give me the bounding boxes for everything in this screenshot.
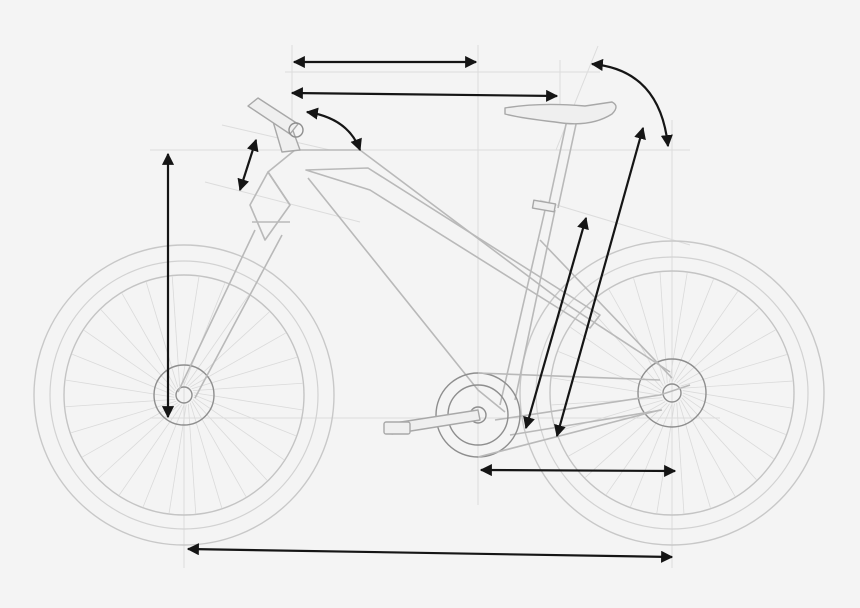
fork-blade: [177, 229, 283, 399]
spoke: [193, 394, 296, 437]
front-tire: [33, 244, 335, 546]
spoke: [659, 272, 668, 384]
spoke: [71, 400, 177, 434]
seat-tube-length-arrow: [523, 216, 589, 430]
spoke: [142, 404, 185, 507]
spoke: [188, 311, 270, 387]
guide-seat-axis: [555, 45, 599, 151]
head-tube-length-arrow: [237, 138, 259, 192]
battery-outline: [305, 167, 601, 329]
spoke: [678, 401, 711, 508]
seat-post: [547, 114, 579, 209]
handlebar: [247, 97, 299, 135]
head-tube-angle-arrow: [305, 107, 362, 152]
spoke: [181, 276, 200, 386]
head-tube: [249, 171, 291, 241]
effective-seat-height-arrow: [554, 126, 646, 438]
spoke: [145, 282, 179, 388]
dimension-arrows: [161, 55, 677, 563]
spoke: [191, 356, 297, 390]
spoke: [669, 272, 688, 383]
spoke: [681, 380, 793, 389]
pedal: [383, 421, 411, 435]
spoke: [605, 403, 670, 495]
rear-hub: [662, 383, 682, 403]
spoke: [678, 329, 776, 385]
spoke: [193, 396, 285, 460]
spoke: [189, 402, 223, 508]
spoke: [656, 403, 675, 514]
spoke: [65, 379, 175, 398]
down-tube: [267, 149, 671, 373]
down-tube-outline: [307, 177, 506, 413]
spoke: [83, 330, 175, 394]
spoke: [681, 397, 757, 480]
front-spokes: [65, 276, 303, 514]
spoke: [671, 279, 714, 383]
top-tube-length-arrow: [290, 87, 559, 102]
spoke: [192, 399, 268, 481]
spoke: [168, 404, 187, 514]
spoke: [680, 399, 736, 497]
spoke: [183, 283, 226, 386]
handlebar-clamp: [288, 122, 304, 138]
spoke: [676, 402, 685, 514]
guide-seat-angle-ref: [539, 199, 691, 246]
chainstay-length-arrow: [479, 464, 677, 477]
saddle: [504, 101, 617, 125]
front-fork: [177, 221, 290, 399]
front-rim: [63, 274, 305, 516]
guide-head-angle: [204, 181, 361, 223]
spoke: [193, 392, 303, 411]
front-tire-inner: [49, 260, 319, 530]
spoke: [682, 390, 793, 409]
front-wheel: [33, 244, 335, 546]
spoke: [191, 401, 247, 497]
front-hub: [175, 386, 193, 404]
cockpit: [247, 97, 304, 153]
spoke: [682, 395, 774, 460]
seat-clamp: [531, 199, 557, 213]
spoke: [185, 294, 249, 386]
spoke: [192, 382, 303, 392]
spoke: [674, 291, 739, 383]
spoke: [72, 353, 175, 396]
spoke: [119, 404, 183, 496]
spoke: [65, 398, 176, 408]
spoke: [630, 403, 673, 507]
spoke: [82, 402, 178, 458]
spoke: [187, 403, 197, 514]
spoke: [568, 401, 666, 457]
front-brake-rotor: [153, 364, 215, 426]
seat-tube-angle-arrow: [590, 58, 673, 148]
seat-assembly: [504, 101, 617, 213]
spoke: [682, 392, 786, 435]
spoke: [171, 276, 181, 387]
spoke: [676, 308, 759, 384]
wheelbase-arrow: [186, 543, 674, 563]
guide-lines: [150, 45, 720, 568]
spoke: [680, 354, 787, 387]
